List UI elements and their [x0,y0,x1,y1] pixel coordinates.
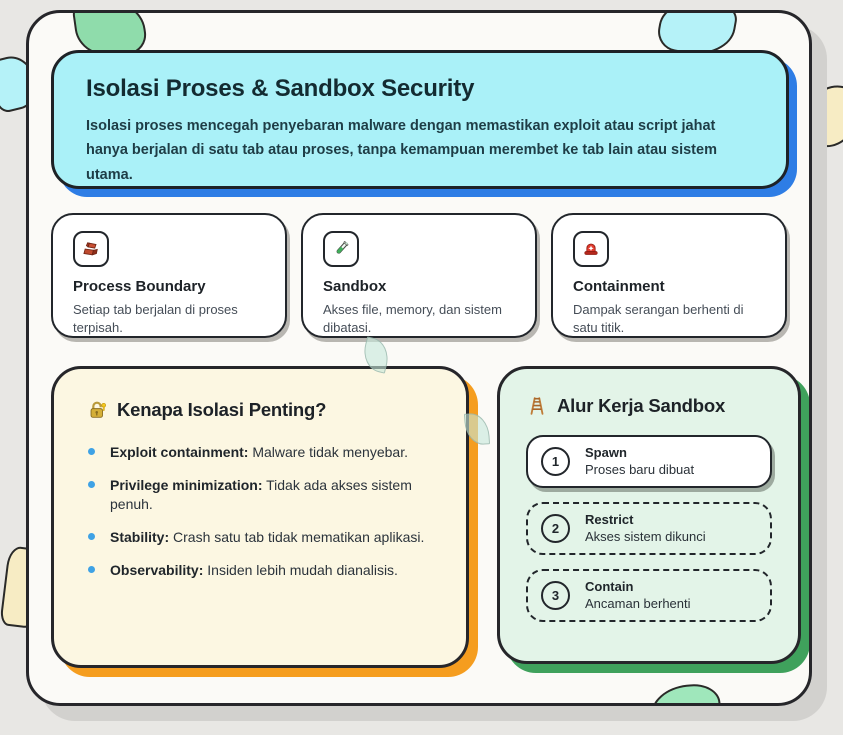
feature-card-row: Process Boundary Setiap tab berjalan di … [51,213,787,338]
step-number-badge: 2 [541,514,570,543]
why-title-row: Kenapa Isolasi Penting? [86,399,434,421]
bullet-rest: Malware tidak menyebar. [248,444,408,460]
workflow-steps: 1 Spawn Proses baru dibuat 2 Restrict Ak… [526,435,772,622]
feature-card-sandbox: Sandbox Akses file, memory, dan sistem d… [301,213,537,338]
bullet-bold: Privilege minimization: [110,476,263,493]
bullet-dot-icon [88,565,95,573]
bottom-row: Kenapa Isolasi Penting? Exploit containm… [51,366,801,668]
feature-title: Containment [573,278,665,295]
workflow-title-row: Alur Kerja Sandbox [526,395,772,417]
workflow-step-contain: 3 Contain Ancaman berhenti [526,569,772,622]
list-item: Exploit containment: Malware tidak menye… [86,443,434,462]
test-tube-icon [323,231,359,267]
step-subtitle: Akses sistem dikunci [585,528,706,544]
step-title: Restrict [585,512,634,528]
why-title: Kenapa Isolasi Penting? [117,399,327,420]
bullet-bold: Exploit containment: [110,444,249,460]
ladder-icon [526,395,548,417]
list-item: Privilege minimization: Tidak ada akses … [86,476,434,514]
page-description: Isolasi proses mencegah penyebaran malwa… [86,118,717,183]
lock-key-icon [86,399,108,421]
step-title: Contain [585,579,634,595]
feature-body: Setiap tab berjalan di proses terpisah. [73,302,238,336]
bullet-bold: Stability: [110,528,170,545]
step-number-badge: 3 [541,581,570,610]
feature-card-containment: Containment Dampak serangan berhenti di … [551,213,787,338]
step-title: Spawn [585,445,627,461]
page-title: Isolasi Proses & Sandbox Security [86,75,475,102]
header-card: Isolasi Proses & Sandbox Security Isolas… [51,50,789,189]
feature-title: Process Boundary [73,278,206,295]
feature-body: Akses file, memory, dan sistem dibatasi. [323,302,502,336]
step-subtitle: Ancaman berhenti [585,595,691,611]
bullet-bold: Observability: [110,561,204,578]
bullet-rest: Tidak ada akses sistem penuh. [110,476,412,512]
decor-blob-green-bottom [648,681,724,703]
step-number-badge: 1 [541,447,570,476]
bullet-dot-icon [88,448,95,455]
feature-body: Dampak serangan berhenti di satu titik. [573,302,744,336]
feature-title: Sandbox [323,278,387,295]
list-item: Stability: Crash satu tab tidak mematika… [86,528,434,547]
main-card: Isolasi Proses & Sandbox Security Isolas… [26,10,812,706]
workflow-title: Alur Kerja Sandbox [557,395,726,416]
bullet-rest: Insiden lebih mudah dianalisis. [203,561,398,578]
workflow-step-spawn: 1 Spawn Proses baru dibuat [526,435,772,488]
workflow-step-restrict: 2 Restrict Akses sistem dikunci [526,502,772,555]
bullet-dot-icon [88,532,95,540]
feature-card-process-boundary: Process Boundary Setiap tab berjalan di … [51,213,287,338]
sandbox-workflow-card: Alur Kerja Sandbox 1 Spawn Proses baru d… [497,366,801,664]
bullet-rest: Crash satu tab tidak mematikan aplikasi. [169,528,425,545]
brick-icon [73,231,109,267]
why-isolation-card: Kenapa Isolasi Penting? Exploit containm… [51,366,469,668]
list-item: Observability: Insiden lebih mudah diana… [86,561,434,580]
why-bullet-list: Exploit containment: Malware tidak menye… [86,443,434,579]
siren-icon [573,231,609,267]
bullet-dot-icon [88,480,95,488]
step-subtitle: Proses baru dibuat [585,461,695,477]
